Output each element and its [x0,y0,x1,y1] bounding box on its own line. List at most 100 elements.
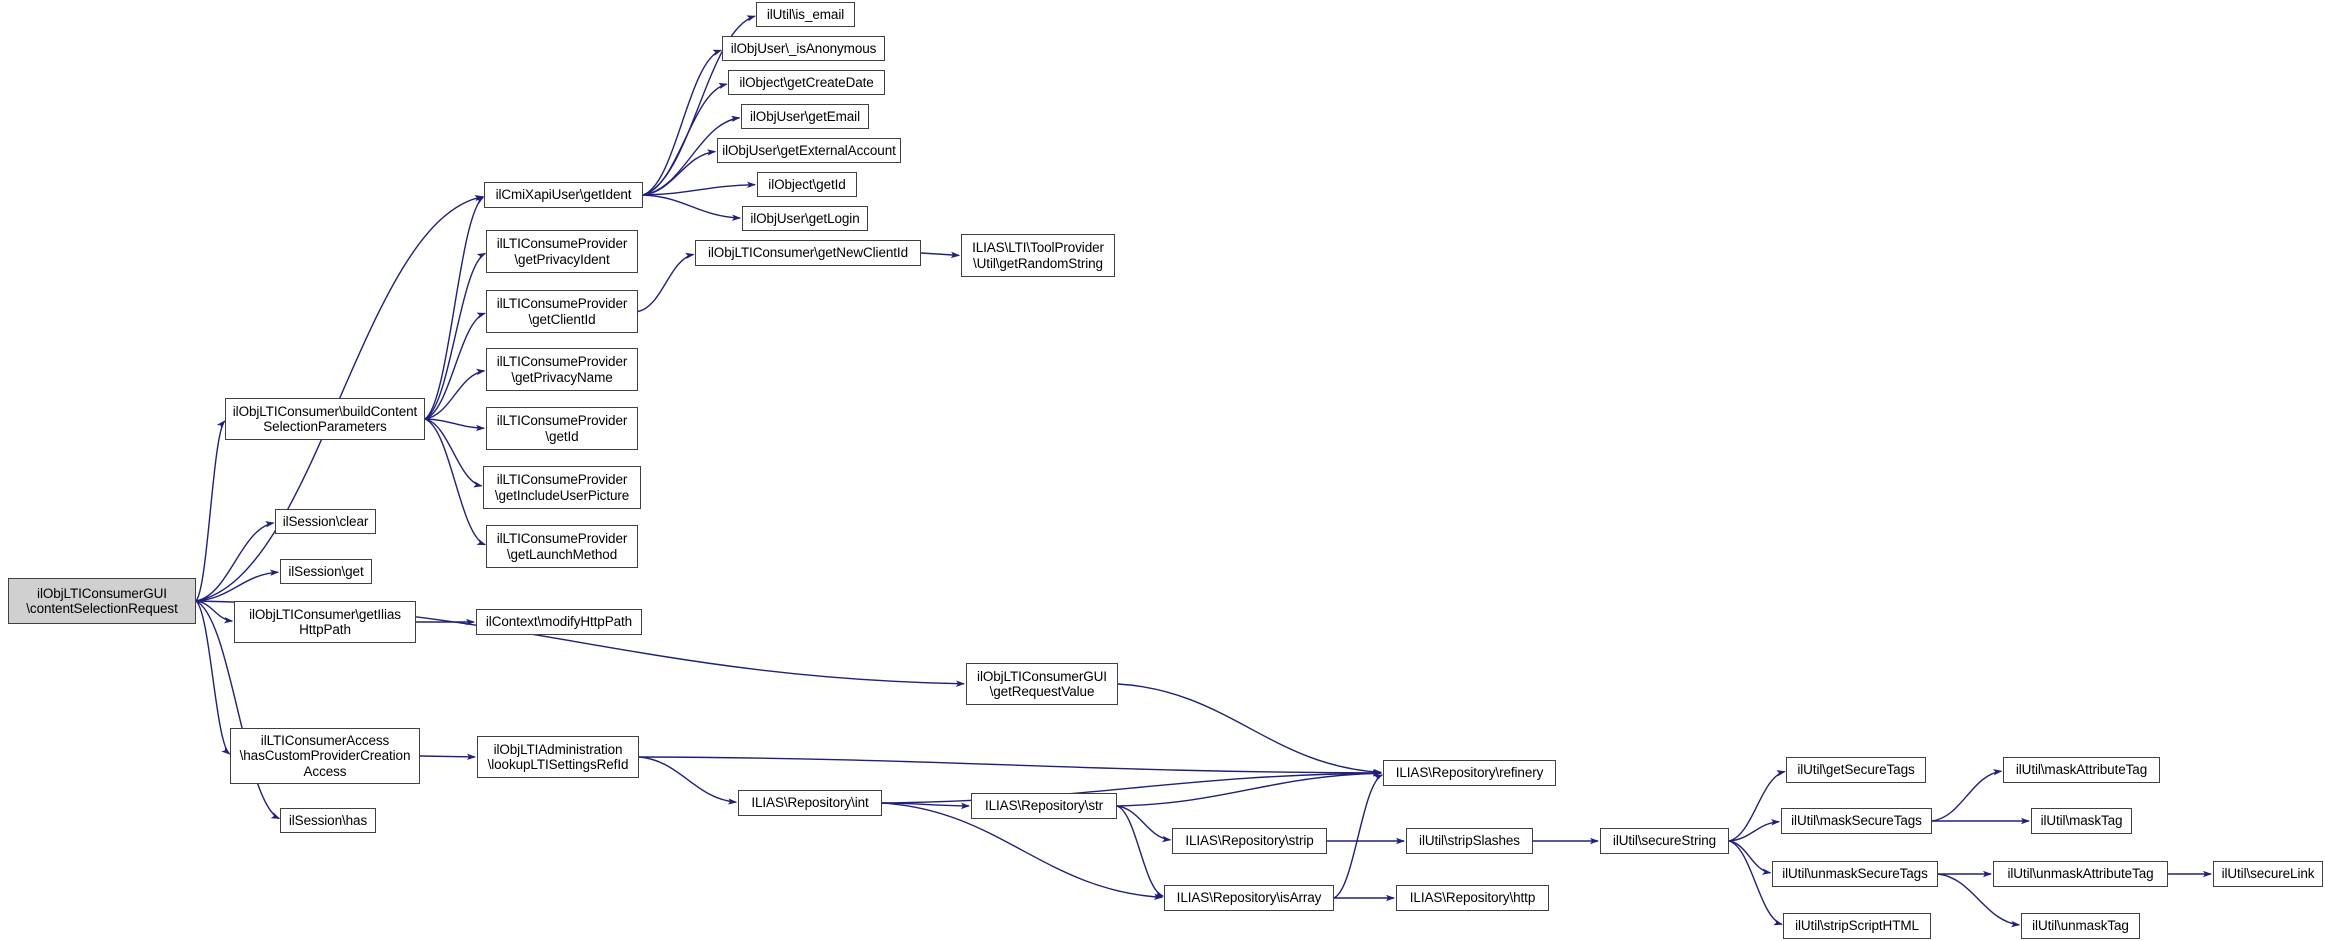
graph-edge-unmasksec-to-unmasktag [1937,873,2021,928]
graph-node-label: ILIAS\Repository\refinery [1395,765,1544,781]
graph-node-maskattr[interactable]: ilUtil\maskAttributeTag [2003,757,2160,783]
graph-node-getsectags[interactable]: ilUtil\getSecureTags [1786,757,1926,783]
graph-node-getemail[interactable]: ilObjUser\getEmail [741,104,869,129]
graph-node-label: ilUtil\getSecureTags [1797,762,1915,778]
graph-node-label: ilObjLTIConsumer\buildContent SelectionP… [232,403,418,435]
graph-edge-buildcsp-to-getident [424,196,485,420]
graph-node-repostrip[interactable]: ILIAS\Repository\strip [1172,828,1327,854]
graph-edge-newclient-to-randstr [920,251,961,259]
graph-node-isanon[interactable]: ilObjUser\_isAnonymous [722,36,885,61]
graph-node-label: ilLTIConsumeProvider \getIncludeUserPict… [494,472,630,503]
graph-edge-lticacc-to-lookupref [419,753,476,761]
graph-node-label: ilLTIConsumeProvider \getPrivacyName [496,354,628,385]
graph-node-provgetid[interactable]: ilLTIConsumeProvider \getId [486,407,638,450]
graph-node-securelink[interactable]: ilUtil\secureLink [2213,861,2323,887]
graph-node-stripscript[interactable]: ilUtil\stripScriptHTML [1783,913,1931,939]
graph-node-privname[interactable]: ilLTIConsumeProvider \getPrivacyName [486,348,638,391]
graph-node-label: ilUtil\maskTag [2040,813,2123,829]
graph-node-sessget[interactable]: ilSession\get [280,559,372,584]
graph-node-stripslash[interactable]: ilUtil\stripSlashes [1406,828,1533,854]
graph-node-label: ilObjUser\getEmail [750,108,860,124]
graph-node-sessclear[interactable]: ilSession\clear [275,509,376,534]
graph-node-modhttp[interactable]: ilContext\modifyHttpPath [476,609,642,635]
graph-edge-root-to-lticacc [195,600,231,755]
graph-node-label: ilLTIConsumeProvider \getLaunchMethod [496,531,628,562]
graph-edge-getident-to-objgetid [642,181,757,196]
graph-node-masktag[interactable]: ilUtil\maskTag [2031,808,2132,834]
graph-edge-root-to-buildcsp [195,420,226,602]
graph-node-repohttp[interactable]: ILIAS\Repository\http [1396,885,1549,911]
graph-node-label: ilUtil\unmaskSecureTags [1782,866,1928,882]
graph-edge-buildcsp-to-clientid [424,312,486,420]
graph-node-label: ilObjLTIAdministration \lookupLTISetting… [487,741,629,773]
graph-node-repoisarr[interactable]: ILIAS\Repository\isArray [1164,885,1334,911]
graph-edge-securestr-to-stripscript [1728,840,1783,926]
graph-node-unmasktag[interactable]: ilUtil\unmaskTag [2021,913,2140,939]
graph-node-label: ILIAS\Repository\http [1409,890,1536,906]
graph-node-createdate[interactable]: ilObject\getCreateDate [728,70,885,95]
graph-node-label: ilUtil\stripSlashes [1419,833,1520,849]
graph-node-refinery[interactable]: ILIAS\Repository\refinery [1383,760,1556,786]
graph-node-masksectags[interactable]: ilUtil\maskSecureTags [1781,808,1932,834]
graph-node-label: ilCmiXapiUser\getIdent [495,187,632,203]
graph-edge-masksectags-to-maskattr [1931,769,2003,822]
graph-node-label: ILIAS\Repository\str [984,798,1104,814]
graph-edge-repostr-to-refinery [1116,770,1383,807]
graph-edge-securestr-to-masksectags [1728,819,1781,842]
graph-edge-lookupref-to-refinery [638,756,1382,777]
graph-node-label: ILIAS\Repository\isArray [1176,890,1322,906]
graph-edge-lookupref-to-repoint [638,756,738,805]
graph-edge-root-to-sessclear [195,521,275,602]
graph-node-repoint[interactable]: ILIAS\Repository\int [738,790,882,816]
graph-node-label: ilObjLTIConsumer\getNewClientId [708,245,908,261]
graph-node-label: ilSession\has [288,812,368,828]
graph-node-getlogin[interactable]: ilObjUser\getLogin [742,206,868,231]
graph-node-securestr[interactable]: ilUtil\secureString [1600,828,1729,854]
graph-node-isemail[interactable]: ilUtil\is_email [756,2,855,27]
graph-node-label: ilObject\getCreateDate [739,74,874,90]
graph-node-label: ilObjLTIConsumer\getIlias HttpPath [249,606,401,638]
graph-node-objgetid[interactable]: ilObject\getId [757,172,857,197]
graph-node-getilias[interactable]: ilObjLTIConsumer\getIlias HttpPath [234,601,416,643]
graph-node-getident[interactable]: ilCmiXapiUser\getIdent [484,182,643,208]
graph-node-lookupref[interactable]: ilObjLTIAdministration \lookupLTISetting… [477,736,639,778]
graph-node-incpic[interactable]: ilLTIConsumeProvider \getIncludeUserPict… [483,466,641,509]
graph-edge-buildcsp-to-privname [424,368,486,420]
graph-node-buildcsp[interactable]: ilObjLTIConsumer\buildContent SelectionP… [225,398,425,440]
graph-node-label: ilSession\get [288,563,364,579]
graph-node-launchm[interactable]: ilLTIConsumeProvider \getLaunchMethod [486,525,638,568]
graph-node-label: ILIAS\Repository\strip [1185,833,1314,849]
graph-node-label: ilUtil\unmaskAttributeTag [2007,866,2154,882]
graph-edge-getident-to-extacct [642,149,717,196]
graph-edge-root-to-sesshas [195,600,281,820]
graph-edge-buildcsp-to-provgetid [424,418,486,432]
graph-node-label: ILIAS\Repository\int [751,795,869,811]
graph-node-label: ilObjLTIConsumerGUI \contentSelectionReq… [26,585,178,617]
graph-node-label: ilObject\getId [768,176,846,192]
graph-node-unmaskattr[interactable]: ilUtil\unmaskAttributeTag [1993,861,2168,887]
graph-edge-reqvalue-to-refinery [1117,683,1383,776]
graph-node-root[interactable]: ilObjLTIConsumerGUI \contentSelectionReq… [8,578,196,624]
graph-node-label: ilUtil\stripScriptHTML [1795,918,1919,934]
graph-node-reqvalue[interactable]: ilObjLTIConsumerGUI \getRequestValue [966,663,1118,705]
graph-node-lticacc[interactable]: ilLTIConsumerAccess \hasCustomProviderCr… [230,728,420,784]
graph-node-sesshas[interactable]: ilSession\has [280,808,376,833]
graph-node-newclient[interactable]: ilObjLTIConsumer\getNewClientId [695,240,921,266]
graph-node-privident[interactable]: ilLTIConsumeProvider \getPrivacyIdent [486,230,638,273]
graph-node-randstr[interactable]: ILIAS\LTI\ToolProvider \Util\getRandomSt… [961,234,1115,277]
graph-node-label: ilObjUser\getExternalAccount [722,142,896,158]
graph-edge-root-to-sessget [195,569,280,602]
graph-node-repostr[interactable]: ILIAS\Repository\str [971,793,1117,819]
graph-edge-getident-to-getlogin [642,194,742,221]
graph-node-label: ilUtil\maskAttributeTag [2015,762,2148,778]
graph-node-label: ilLTIConsumeProvider \getClientId [496,296,628,327]
graph-node-label: ILIAS\LTI\ToolProvider \Util\getRandomSt… [972,240,1104,271]
graph-edge-buildcsp-to-incpic [424,418,483,488]
graph-edge-repoint-to-repoisarr [881,802,1164,901]
graph-node-extacct[interactable]: ilObjUser\getExternalAccount [717,138,901,163]
graph-node-label: ilObjLTIConsumerGUI \getRequestValue [977,668,1107,700]
graph-node-label: ilObjUser\_isAnonymous [730,40,877,56]
graph-node-clientid[interactable]: ilLTIConsumeProvider \getClientId [486,290,638,333]
graph-node-unmasksec[interactable]: ilUtil\unmaskSecureTags [1772,861,1938,887]
